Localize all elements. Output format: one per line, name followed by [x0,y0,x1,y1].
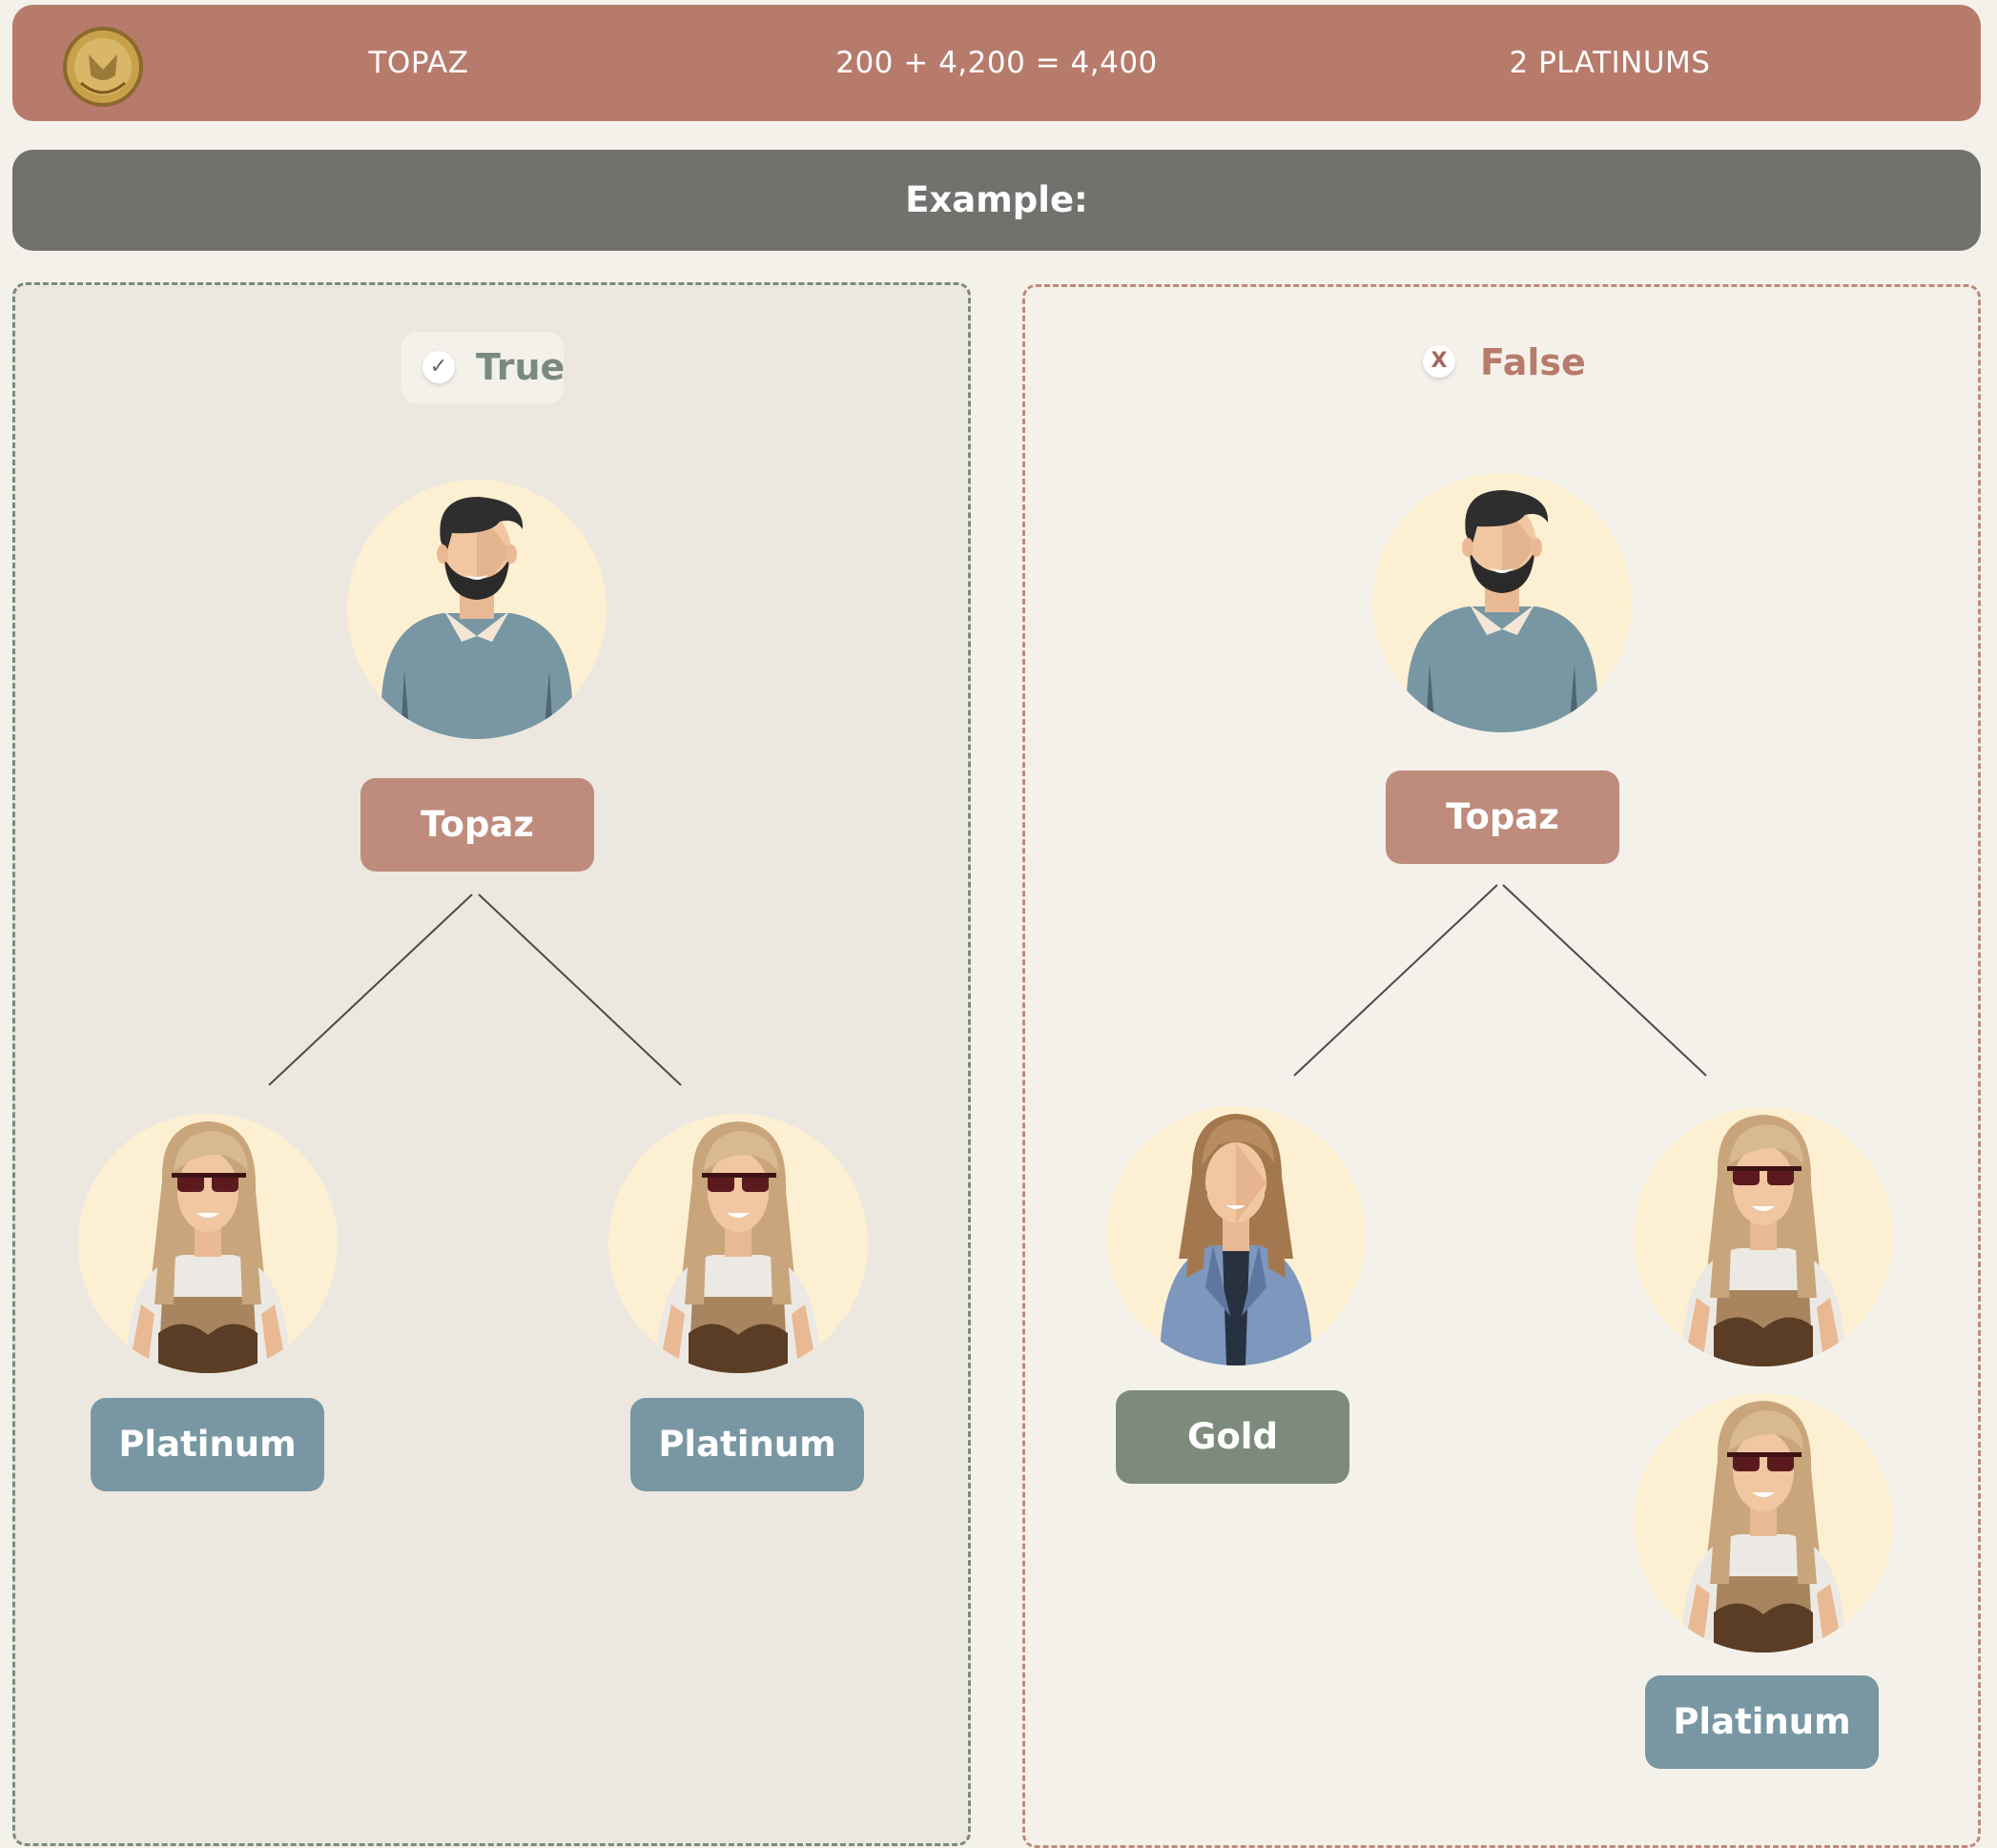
connector-line [268,893,473,1086]
woman-sunglasses-avatar-icon [1634,1107,1893,1366]
verdict-false-label: False [1480,341,1586,383]
man-avatar-icon [347,480,607,739]
verdict-false: X False [1419,336,1610,389]
verdict-true-label: True [476,346,566,388]
header-rank: TOPAZ [368,46,469,80]
rank-pill-topaz: Topaz [1386,770,1619,864]
check-icon: ✓ [422,351,455,383]
woman-sunglasses-avatar-icon [78,1114,338,1373]
woman-sunglasses-avatar-icon [608,1114,868,1373]
rank-pill-topaz: Topaz [360,778,594,872]
rank-pill-platinum: Platinum [91,1398,324,1491]
header-bar: TOPAZ 200 + 4,200 = 4,400 2 PLATINUMS [12,5,1981,121]
rank-pill-gold: Gold [1116,1390,1349,1484]
header-requirement: 2 PLATINUMS [1509,46,1711,80]
header-equation: 200 + 4,200 = 4,400 [835,46,1158,80]
example-bar: Example: [12,150,1981,251]
verdict-true: ✓ True [401,332,566,403]
woman-sunglasses-avatar-icon [1634,1393,1893,1653]
connector-line [1293,884,1498,1077]
woman-blazer-avatar-icon [1106,1106,1366,1365]
rank-pill-platinum: Platinum [630,1398,864,1491]
rank-pill-platinum: Platinum [1645,1675,1879,1769]
logo-icon [63,27,143,107]
connector-line [478,893,682,1086]
x-icon: X [1423,345,1455,378]
man-avatar-icon [1372,473,1632,732]
connector-line [1502,884,1707,1077]
